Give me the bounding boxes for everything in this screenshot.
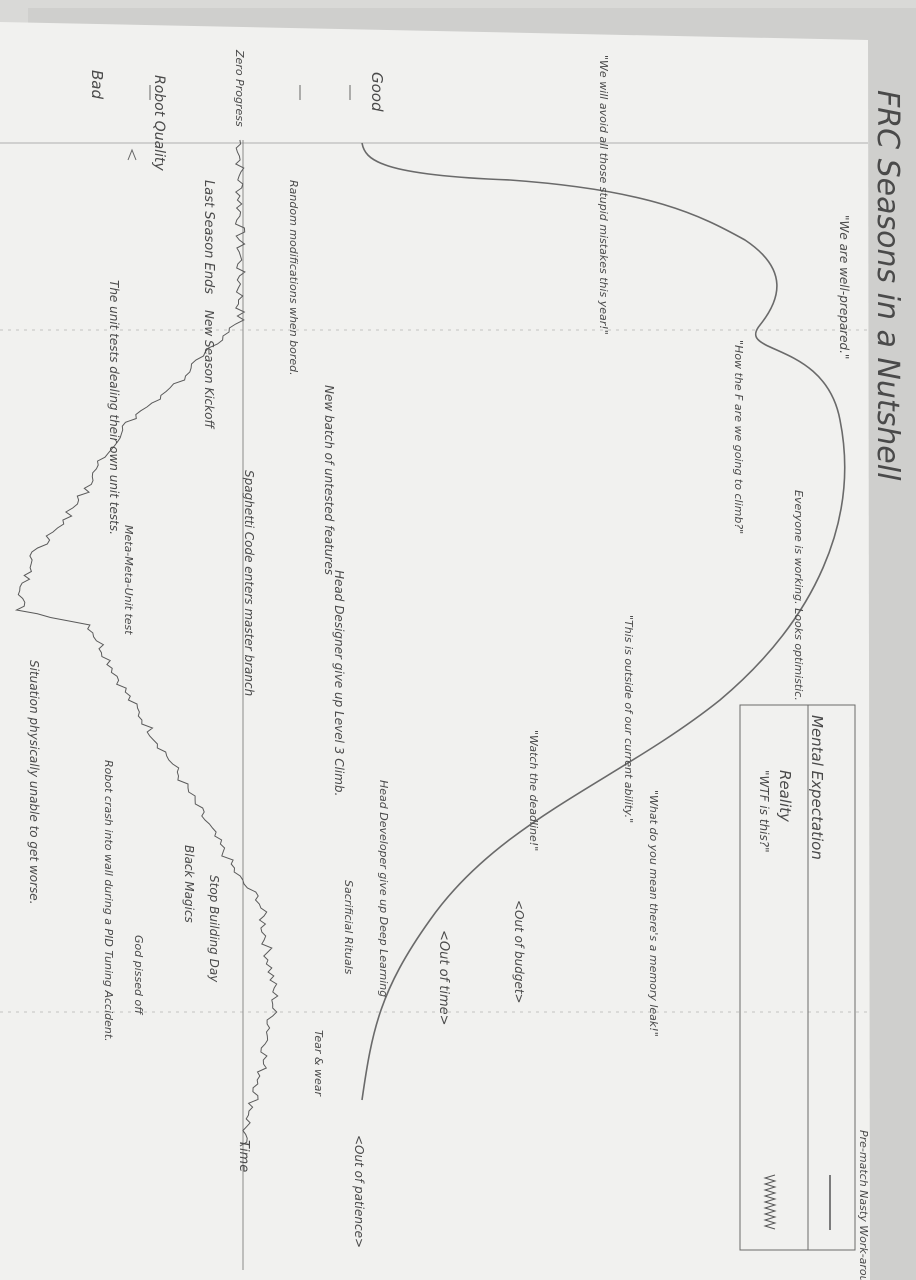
- annotation-20: Head Developer give up Deep Learning: [377, 780, 390, 997]
- annotation-26: Tear & wear: [312, 1030, 325, 1097]
- annotation-14: New Season Kickoff: [202, 310, 216, 429]
- annotation-4: Everyone is working. Looks optimistic.: [792, 490, 805, 701]
- annotation-9: <Out of budget>: [512, 900, 526, 1004]
- expectation-curve: [361, 142, 846, 1101]
- reality-curve: [14, 139, 279, 1147]
- paper-sheet: [0, 22, 870, 1280]
- annotation-15: New batch of untested features: [322, 385, 336, 575]
- annotation-8: "Watch the deadline!": [527, 730, 540, 851]
- annotation-21: Sacrificial Rituals: [342, 880, 355, 975]
- annotation-16: Spaghetti Code enters master branch: [242, 470, 256, 696]
- annotation-13: Random modifications when bored.: [287, 180, 300, 376]
- annotation-27: Pre-match Nasty Work-arounds: [857, 1130, 870, 1280]
- annotation-23: Robot crash into wall during a PID Tunin…: [102, 760, 115, 1042]
- x-axis-label: Time: [236, 1140, 251, 1172]
- annotation-11: <Out of patience>: [352, 1135, 366, 1248]
- annotation-25: God pissed off: [132, 935, 145, 1015]
- axis-arrow-up: [127, 148, 137, 161]
- annotation-2: "We are well-prepared.": [837, 215, 851, 359]
- legend-reality-sample: [763, 1174, 777, 1230]
- annotation-22: Black Magics: [182, 845, 196, 923]
- legend-box: [739, 704, 856, 1251]
- annotation-10: <Out of time>: [436, 930, 451, 1026]
- y-axis-label: Robot Quality: [151, 75, 167, 171]
- annotation-3: "How the F are we going to climb?": [732, 340, 745, 534]
- legend-reality-label: Reality: [776, 770, 794, 823]
- legend-expectation-label: Mental Expectation: [808, 715, 826, 860]
- annotation-5: "WTF is this?": [757, 770, 771, 853]
- annotation-24: Stop Building Day: [207, 875, 221, 983]
- y-axis-top-label: Good: [368, 72, 386, 112]
- annotation-17: The unit tests dealing their own unit te…: [107, 280, 121, 535]
- annotation-6: "This is outside of our current ability.…: [622, 615, 635, 823]
- annotation-7: "What do you mean there's a memory leak!…: [647, 790, 660, 1037]
- annotation-28: Situation physically unable to get worse…: [27, 660, 41, 905]
- zero-progress-label: Zero Progress: [233, 49, 246, 127]
- annotation-19: Head Designer give up Level 3 Climb.: [332, 570, 346, 796]
- annotation-18: Meta-Meta-Unit test: [122, 525, 135, 635]
- annotation-layer: "We will avoid all those stupid mistakes…: [27, 55, 870, 1280]
- annotation-12: Last Season Ends: [201, 180, 216, 294]
- diagram-title: FRC Seasons in a Nutshell: [870, 90, 905, 481]
- chart-group: FRC Seasons in a Nutshell Robot Quality …: [0, 49, 905, 1280]
- y-axis-bottom-label: Bad: [88, 70, 106, 99]
- annotation-1: "We will avoid all those stupid mistakes…: [597, 55, 610, 335]
